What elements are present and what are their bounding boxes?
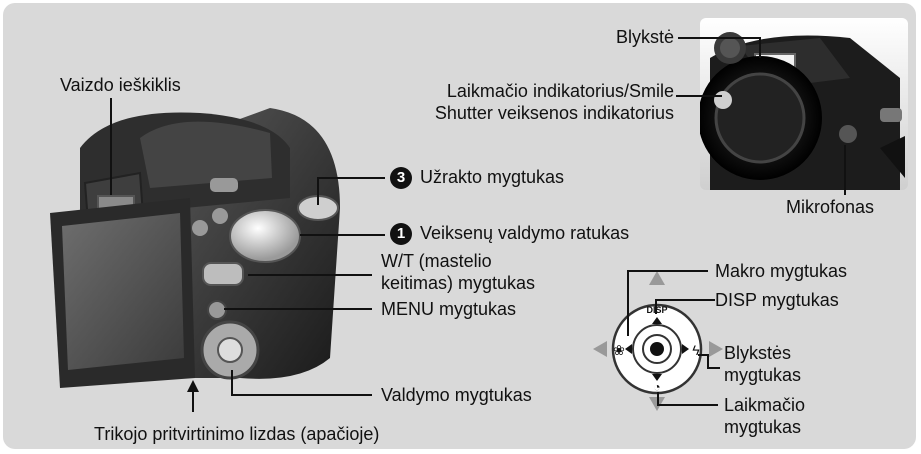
label-menu-button: MENU mygtukas — [381, 298, 516, 320]
label-timer-button: Laikmačio mygtukas — [724, 394, 805, 438]
label-tripod: Trikojo pritvirtinimo lizdas (apačioje) — [94, 423, 379, 445]
arrow-down-icon — [649, 397, 665, 411]
flash-icon: ϟ — [692, 342, 700, 358]
label-disp-button: DISP mygtukas — [715, 289, 839, 311]
label-mode-dial: 1 Veiksenų valdymo ratukas — [390, 222, 629, 245]
label-zoom-button: W/T (mastelio keitimas) mygtukas — [381, 250, 535, 294]
camera-inset-image — [700, 18, 908, 190]
label-macro-button: Makro mygtukas — [715, 260, 847, 282]
arrow-up-icon — [649, 271, 665, 285]
label-control-button: Valdymo mygtukas — [381, 384, 532, 406]
label-flash-button: Blykstės mygtukas — [724, 342, 801, 386]
label-microphone: Mikrofonas — [786, 196, 874, 218]
label-mode-dial-text: Veiksenų valdymo ratukas — [420, 223, 629, 243]
macro-icon: ❀ — [613, 342, 625, 358]
arrow-left-icon — [593, 341, 607, 357]
label-shutter-button: 3 Užrakto mygtukas — [390, 166, 564, 189]
camera-main-image — [40, 88, 360, 388]
step-3-badge: 3 — [390, 167, 412, 189]
arrow-right-icon — [709, 341, 723, 357]
step-1-badge: 1 — [390, 223, 412, 245]
label-shutter: Užrakto mygtukas — [420, 167, 564, 187]
label-flash: Blykstė — [616, 26, 674, 48]
label-viewfinder: Vaizdo ieškiklis — [60, 74, 181, 96]
control-wheel-diagram: DISP ❀ ϟ ◔ — [585, 265, 730, 415]
wheel-disp-text: DISP — [646, 305, 667, 315]
label-timer-indicator: Laikmačio indikatorius/Smile Shutter vei… — [435, 80, 674, 124]
self-timer-icon: ◔ — [653, 380, 660, 394]
